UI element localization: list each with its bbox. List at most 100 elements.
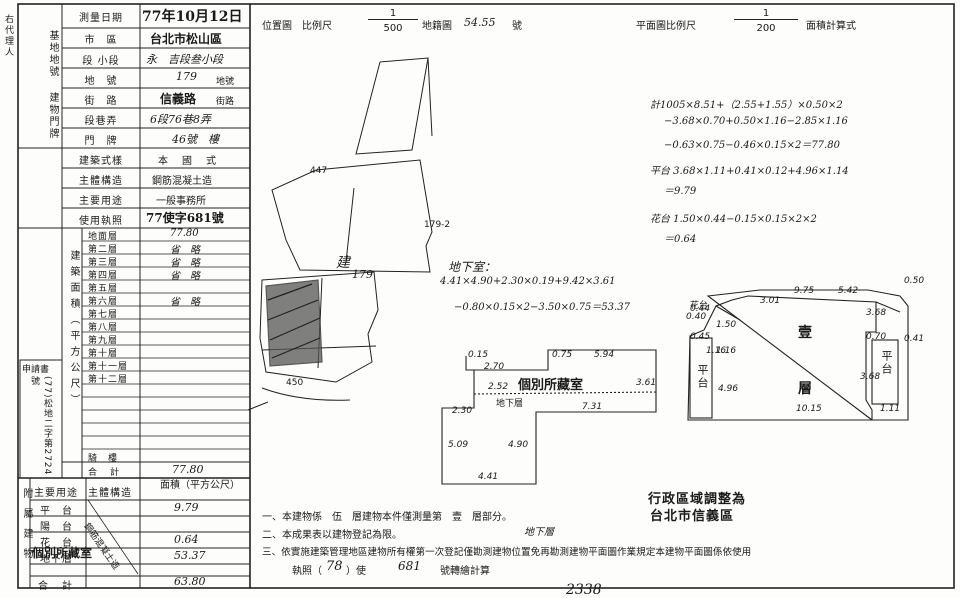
location-map-title: 位置圖 比例尺 (262, 21, 332, 32)
note-line-4b: ）使 (346, 566, 366, 577)
floor-area-value: 省 略 (170, 297, 200, 308)
door-group-label: 建物門牌 (47, 92, 58, 140)
ground-dim: 1.16 (706, 346, 727, 356)
land-number-label: 地 號 (84, 76, 118, 87)
floor-total-value: 77.80 (172, 463, 204, 476)
attached-row: 陽 台 (30, 516, 250, 533)
land-number-value: 179 (176, 70, 197, 83)
calc-line: 平台 3.68×1.11+0.41×0.12+4.96×1.14 (650, 166, 849, 177)
seal-line-1: 行政區域調整為 (648, 492, 747, 507)
basement-plan-sub: 地下層 (496, 399, 524, 409)
basement-dim: 0.75 (552, 350, 573, 360)
ground-dim: 0.44 (690, 304, 711, 314)
calc-line: −3.68×0.70+0.50×1.16−2.85×1.16 (664, 116, 848, 127)
use-label: 主要用途 (79, 196, 123, 207)
ground-plan-label-bottom: 層 (798, 381, 812, 397)
seal-line-2: 台北市信義區 (650, 509, 735, 524)
floor-row: 第六層省 略 (84, 293, 250, 308)
floor-row: 第七層 (84, 306, 250, 320)
ground-dim: 1.50 (716, 320, 737, 330)
ground-plan-platform-left: 平台 (696, 364, 709, 390)
note-line-4c: 號轉繪計算 (440, 566, 490, 577)
permit-label: 使用執照 (79, 216, 123, 227)
ground-plan-flower: 花台 (690, 301, 709, 311)
attached-use: 地下層 (40, 554, 73, 565)
ground-dim: 3.68 (866, 308, 887, 318)
map-mark-179: 179 (352, 268, 373, 281)
floor-name: 第五層 (88, 284, 119, 294)
street-value: 信義路 (160, 92, 197, 106)
ground-dim: 9.75 (794, 286, 815, 296)
area-method-label: 面積計算式 (806, 21, 856, 32)
floor-row: 第五層 (84, 280, 250, 294)
ground-dim: 5.42 (838, 286, 859, 296)
attached-area-value: 53.37 (174, 549, 206, 562)
application-label: 申請書 (22, 365, 50, 375)
floor-area-value: 省 略 (170, 271, 200, 282)
structure-value: 鋼筋混凝土造 (152, 176, 212, 187)
floor-row: 第十一層 (84, 358, 250, 372)
calc-line: −0.63×0.75−0.46×0.15×2＝77.80 (664, 140, 840, 151)
calc-basement-title: 地下室： (448, 260, 497, 274)
floor-plan-title: 平面圖比例尺 (636, 21, 696, 32)
basement-dim: 2.30 (452, 406, 473, 416)
ground-dim: 3.01 (760, 296, 781, 306)
basement-dim: 7.31 (582, 402, 603, 412)
floor-name: 第二層 (88, 245, 119, 255)
attached-structure-header: 主體構造 (88, 488, 132, 499)
basement-dim: 2.70 (484, 362, 505, 372)
city-label: 市 區 (84, 35, 118, 46)
basement-dim: 0.15 (468, 350, 489, 360)
cadastral-sheet-label: 地籍圖 (422, 21, 452, 32)
attached-row: 地下層 53.37 (30, 548, 250, 565)
calc-line: 花台 1.50×0.44−0.15×0.15×2×2 (650, 214, 817, 225)
attached-total-value: 63.80 (174, 575, 206, 588)
note-line-2-tag: 地下層 (524, 527, 554, 538)
floor-name: 第三層 (88, 258, 119, 268)
lane-label: 段巷弄 (84, 116, 118, 127)
note-line-1: 一、本建物係 伍 層建物本件僅測量第 壹 層部分。 (262, 512, 512, 523)
location-scale-num: 1 (368, 8, 418, 20)
map-mark-179-2: 179-2 (424, 220, 451, 230)
floor-row: 第十二層 (84, 371, 250, 385)
calc-line: 計1005×8.51+（2.55+1.55）×0.50×2 (650, 100, 843, 111)
attached-use: 平 台 (40, 506, 73, 517)
attached-area-value: 9.79 (174, 501, 199, 514)
basement-plan-label: 個別所藏室 (518, 378, 584, 393)
ground-plan-label-top: 壹 (798, 325, 812, 341)
attached-use-header: 主要用途 (34, 488, 78, 499)
land-group-label: 基地地號 (47, 30, 58, 78)
ground-dim: 0.50 (904, 276, 925, 286)
basement-dim: 4.90 (508, 440, 529, 450)
survey-date-label: 測量日期 (79, 13, 123, 24)
ground-dim: 3.68 (860, 372, 881, 382)
basement-dim: 5.94 (594, 350, 615, 360)
land-number-suffix: 地號 (216, 77, 235, 87)
floor-total-label: 合 計 (88, 468, 122, 478)
building-style-value: 本 國 式 (158, 156, 218, 167)
ground-dim: 0.41 (904, 334, 925, 344)
floor-name: 第八層 (88, 323, 119, 333)
cadastral-sheet-no: 54.55 (464, 16, 496, 29)
attached-use: 花 台 (40, 538, 73, 549)
note-line-4a: 執照（ (292, 566, 322, 577)
floor-name: 第九層 (88, 336, 119, 346)
calc-line: ＝0.64 (664, 234, 697, 245)
basement-dim: 5.09 (448, 440, 469, 450)
floor-row: 第三層省 略 (84, 254, 250, 269)
floor-area-value: 77.80 (170, 228, 199, 239)
calc-line: 4.41×4.90+2.30×0.19+9.42×3.61 (440, 276, 616, 287)
attached-use: 陽 台 (40, 522, 73, 533)
ground-dim: 1.16 (716, 346, 737, 356)
plan-scale-den: 200 (756, 23, 776, 34)
calc-line: ＝9.79 (664, 186, 697, 197)
note-line-4-no: 681 (398, 559, 421, 573)
attached-area-header: 面積（平方公尺） (160, 480, 240, 491)
application-value: (77)松地二字第2724號 (29, 376, 52, 476)
use-value: 一般事務所 (156, 196, 206, 207)
floor-name: 第十一層 (88, 362, 129, 372)
survey-date-value: 77年10月12日 (142, 9, 243, 25)
floor-name: 第七層 (88, 310, 119, 320)
